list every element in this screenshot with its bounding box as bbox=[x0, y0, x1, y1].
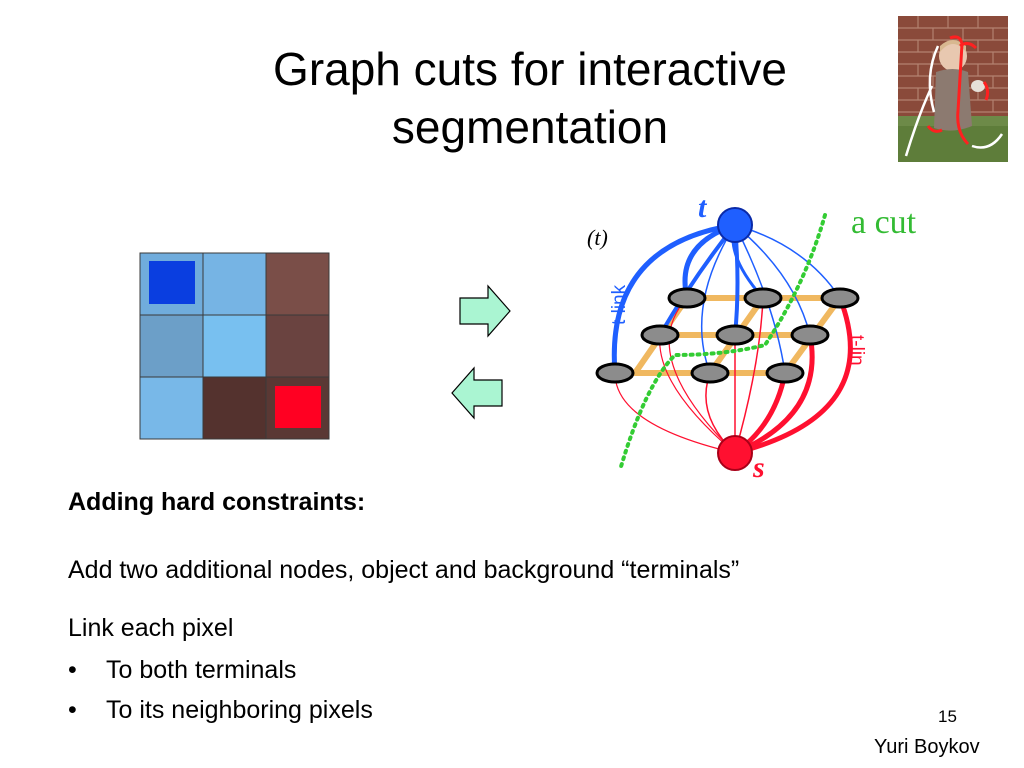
pixel-cell bbox=[202, 376, 267, 440]
background-seed bbox=[275, 386, 321, 428]
tlink-left-label: t-link bbox=[609, 284, 630, 325]
pixel-node bbox=[690, 362, 730, 384]
pixel-grid bbox=[139, 252, 331, 445]
pixel-node bbox=[640, 324, 680, 346]
transform-arrows bbox=[450, 282, 516, 427]
child-photo-thumbnail bbox=[898, 16, 1008, 162]
pixel-node bbox=[743, 287, 783, 309]
arrow-left-icon bbox=[451, 366, 503, 420]
bullet-list: • To both terminals • To its neighboring… bbox=[68, 654, 373, 734]
pixel-cell bbox=[265, 252, 330, 316]
tlink-right-label: t-lin bbox=[846, 335, 867, 366]
graph-cut-diagram: t s (t) t-link t-lin a cut bbox=[575, 185, 955, 490]
source-label: t bbox=[698, 191, 708, 224]
section-heading: Adding hard constraints: bbox=[68, 488, 366, 516]
pixel-node bbox=[715, 324, 755, 346]
paragraph-link-pixel: Link each pixel bbox=[68, 614, 234, 642]
slide-title: Graph cuts for interactive segmentation bbox=[200, 40, 860, 156]
pixel-node bbox=[820, 287, 860, 309]
cut-label: a cut bbox=[851, 204, 917, 241]
paren-label: (t) bbox=[587, 225, 608, 250]
bullet-text: To its neighboring pixels bbox=[106, 696, 373, 724]
bullet-marker: • bbox=[68, 696, 77, 724]
object-seed bbox=[149, 261, 195, 304]
pixel-node bbox=[667, 287, 707, 309]
slide-number: 15 bbox=[938, 707, 957, 726]
pixel-cell bbox=[265, 314, 330, 378]
pixel-nodes bbox=[595, 287, 860, 384]
pixel-cell bbox=[202, 252, 267, 316]
bullet-item: • To both terminals bbox=[68, 654, 373, 694]
bullet-marker: • bbox=[68, 656, 77, 684]
pixel-node bbox=[595, 362, 635, 384]
author-credit: Yuri Boykov bbox=[874, 736, 980, 758]
pixel-node bbox=[765, 362, 805, 384]
pixel-cell bbox=[139, 376, 204, 440]
title-line-1: Graph cuts for interactive bbox=[273, 43, 787, 95]
sink-label: s bbox=[752, 451, 765, 484]
pixel-cell bbox=[202, 314, 267, 378]
title-line-2: segmentation bbox=[391, 101, 669, 153]
arrow-right-icon bbox=[459, 284, 511, 338]
cut-line bbox=[618, 213, 827, 472]
pixel-cell bbox=[139, 314, 204, 378]
paragraph-terminals: Add two additional nodes, object and bac… bbox=[68, 556, 740, 584]
source-terminal-node bbox=[717, 207, 753, 243]
pixel-node bbox=[790, 324, 830, 346]
sink-terminal-node bbox=[717, 435, 753, 471]
bullet-text: To both terminals bbox=[106, 656, 297, 684]
bullet-item: • To its neighboring pixels bbox=[68, 694, 373, 734]
